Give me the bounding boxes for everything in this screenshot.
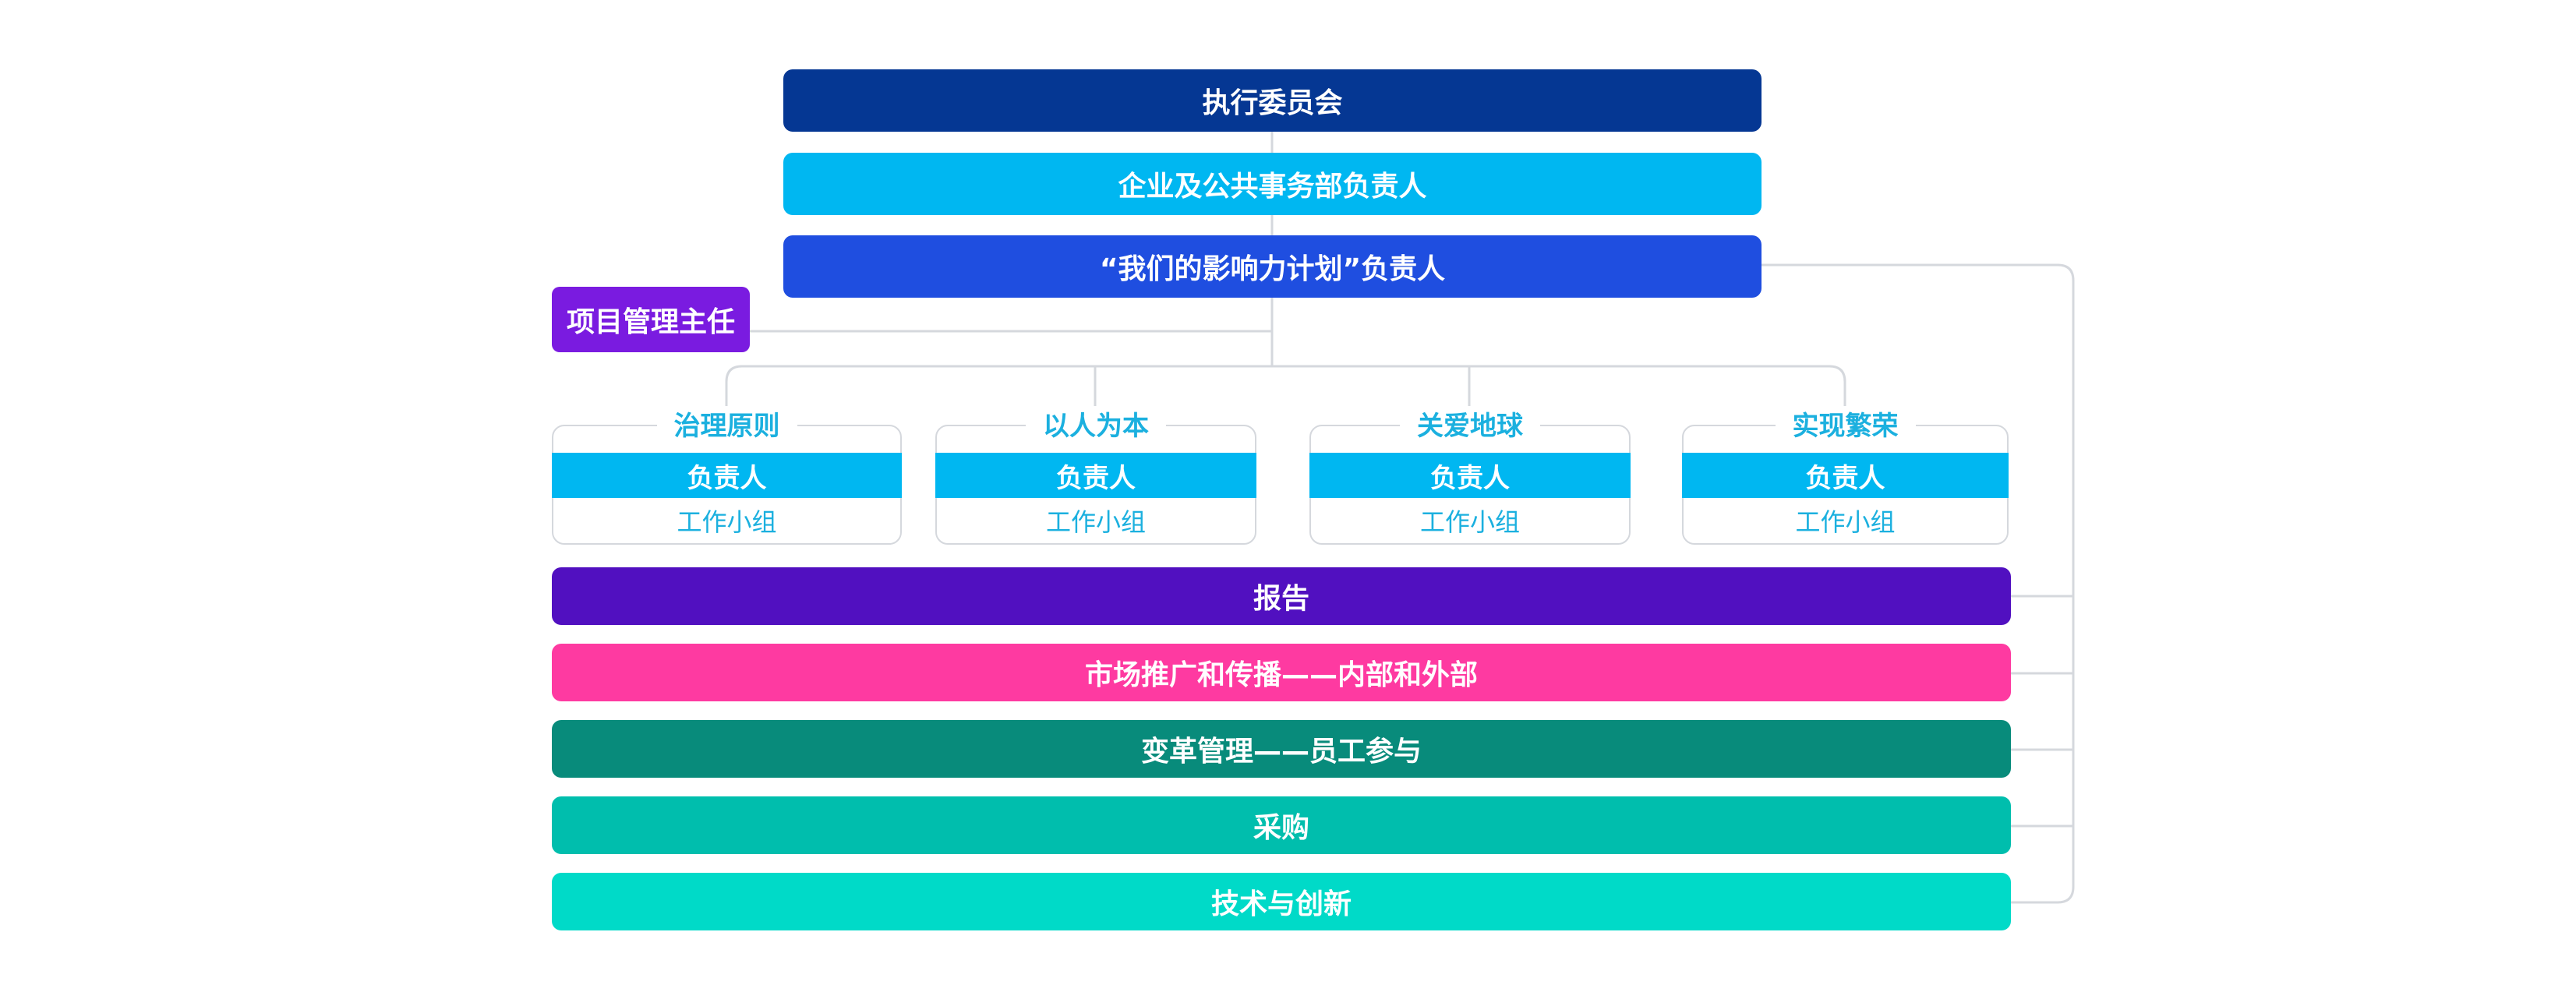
pillar-working-group: 工作小组 bbox=[1045, 507, 1146, 537]
pillar-working-group: 工作小组 bbox=[677, 507, 777, 537]
pillar-working-group: 工作小组 bbox=[1795, 507, 1896, 537]
pillar-working-group: 工作小组 bbox=[1419, 507, 1520, 537]
pillar-lead: 负责人 bbox=[1309, 453, 1631, 498]
procurement-bar: 采购 bbox=[552, 796, 2011, 854]
pillar-lead: 负责人 bbox=[1682, 453, 2009, 498]
pillar-lead: 负责人 bbox=[935, 453, 1256, 498]
pillar-title: 关爱地球 bbox=[1400, 406, 1540, 447]
corporate-affairs-head-box: 企业及公共事务部负责人 bbox=[783, 153, 1762, 215]
pillar-card-people: 以人为本 负责人 工作小组 bbox=[935, 406, 1256, 545]
pillar-title: 治理原则 bbox=[656, 406, 797, 447]
pillar-card-governance: 治理原则 负责人 工作小组 bbox=[552, 406, 902, 545]
project-manager-box: 项目管理主任 bbox=[552, 287, 750, 352]
reporting-bar: 报告 bbox=[552, 567, 2011, 625]
pillar-lead: 负责人 bbox=[552, 453, 902, 498]
technology-innovation-bar: 技术与创新 bbox=[552, 873, 2011, 930]
change-management-bar: 变革管理——员工参与 bbox=[552, 720, 2011, 778]
marketing-communications-bar: 市场推广和传播——内部和外部 bbox=[552, 644, 2011, 701]
impact-program-lead-box: “我们的影响力计划”负责人 bbox=[783, 235, 1762, 298]
pillar-card-prosperity: 实现繁荣 负责人 工作小组 bbox=[1682, 406, 2009, 545]
pillar-title: 实现繁荣 bbox=[1775, 406, 1916, 447]
pillar-title: 以人为本 bbox=[1026, 406, 1166, 447]
executive-committee-box: 执行委员会 bbox=[783, 69, 1762, 132]
pillar-card-planet: 关爱地球 负责人 工作小组 bbox=[1309, 406, 1631, 545]
